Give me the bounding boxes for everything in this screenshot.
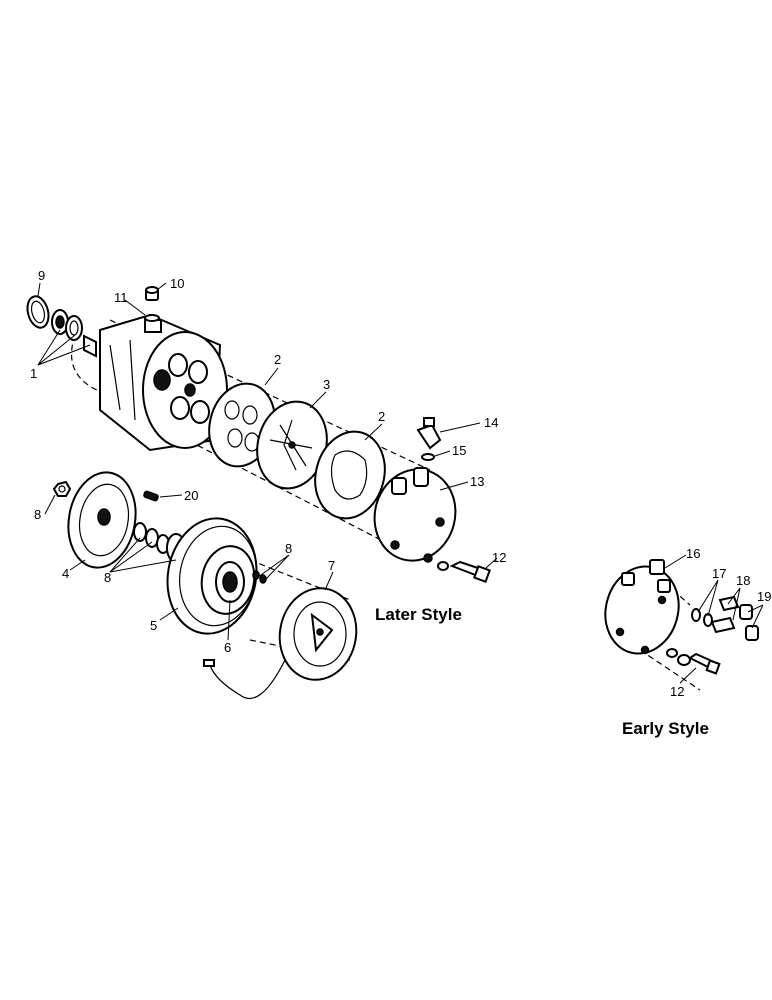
- caption-early-style: Early Style: [622, 719, 709, 738]
- callout-14: 14: [484, 415, 498, 430]
- callout-4: 4: [62, 566, 69, 581]
- callout-labels: 1 9 10 11 2 3 2 14 15 13 12 8 20 4 8 5 6…: [30, 268, 771, 699]
- part-13-rear-head: [373, 467, 457, 563]
- callout-1: 1: [30, 366, 37, 381]
- callout-2-front: 2: [274, 352, 281, 367]
- callout-12-later: 12: [492, 550, 506, 565]
- compressor-body: [99, 313, 228, 452]
- part-17-o-rings: [691, 608, 713, 627]
- callout-8-nut: 8: [34, 507, 41, 522]
- callout-19: 19: [757, 589, 771, 604]
- leader-lines: [37, 282, 764, 684]
- callout-20: 20: [184, 488, 198, 503]
- part-10-plug: [145, 286, 159, 301]
- callout-2-rear: 2: [378, 409, 385, 424]
- part-19-caps: [739, 604, 759, 641]
- part-9-snap-ring: [26, 295, 50, 329]
- caption-later-style: Later Style: [375, 605, 462, 624]
- callout-5: 5: [150, 618, 157, 633]
- callout-16: 16: [686, 546, 700, 561]
- callout-8-shims: 8: [104, 570, 111, 585]
- part-1-seal-kit: [51, 309, 97, 358]
- callout-11: 11: [114, 290, 128, 305]
- part-14-fitting: [416, 417, 442, 450]
- part-4-hub-plate: [67, 471, 137, 569]
- part-20-key: [143, 490, 159, 502]
- callout-17: 17: [712, 566, 726, 581]
- callout-18: 18: [736, 573, 750, 588]
- callout-10: 10: [170, 276, 184, 291]
- part-15-o-ring: [421, 453, 435, 461]
- callout-8-small: 8: [285, 541, 292, 556]
- callout-15: 15: [452, 443, 466, 458]
- callout-6: 6: [224, 640, 231, 655]
- part-8-nut: [52, 480, 72, 497]
- part-8-small-shims: [252, 570, 267, 584]
- early-style-rear-head: [604, 559, 701, 691]
- part-2-gasket-rear: [314, 430, 386, 520]
- part-11-gasket: [144, 314, 160, 322]
- callout-13: 13: [470, 474, 484, 489]
- callout-7: 7: [328, 558, 335, 573]
- callout-3: 3: [323, 377, 330, 392]
- part-12-bolt-early: [666, 648, 721, 675]
- part-6-bearing: [215, 561, 245, 603]
- callout-12-early: 12: [670, 684, 684, 699]
- part-12-bolt: [437, 560, 491, 583]
- callout-9: 9: [38, 268, 45, 283]
- part-5-pulley: [166, 517, 258, 635]
- part-3-valve-plate: [256, 400, 328, 490]
